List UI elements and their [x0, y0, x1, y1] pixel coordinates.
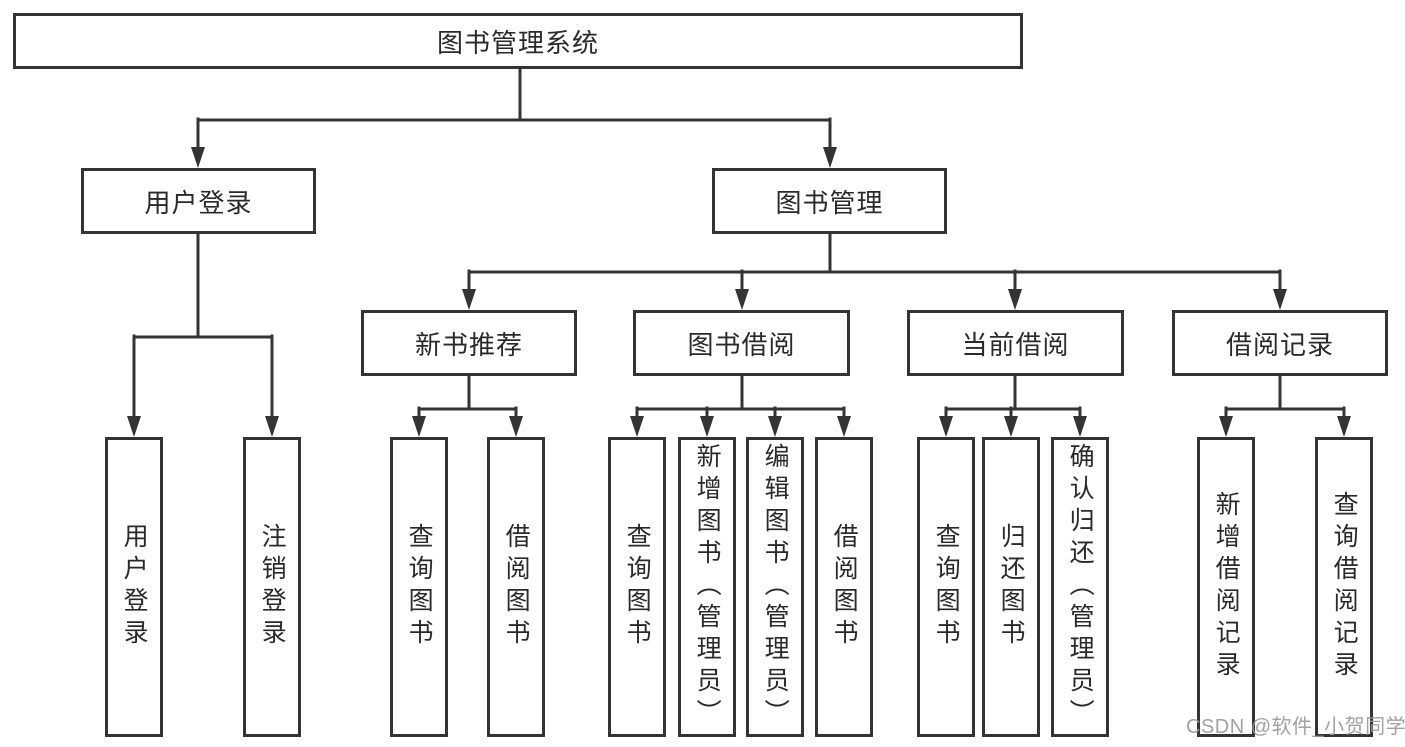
- leaf-record-query-record: 查询借阅记录: [1315, 437, 1373, 737]
- node-root: 图书管理系统: [13, 13, 1023, 69]
- leaf-borrow-edit-book-admin-label: 编辑图书（管理员）: [761, 443, 790, 731]
- node-current-borrow-label: 当前借阅: [961, 329, 1070, 360]
- leaf-borrow-edit-book-admin: 编辑图书（管理员）: [746, 437, 804, 737]
- node-root-label: 图书管理系统: [436, 27, 599, 58]
- csdn-watermark: CSDN @软件_小贺同学: [1186, 716, 1405, 738]
- node-borrow-record-label: 借阅记录: [1225, 329, 1334, 360]
- leaf-logout-label: 注销登录: [258, 523, 287, 651]
- leaf-borrow-query-book-label: 查询图书: [623, 523, 652, 651]
- leaf-borrow-query-book: 查询图书: [608, 437, 666, 737]
- leaf-record-query-record-label: 查询借阅记录: [1330, 491, 1359, 683]
- leaf-borrow-add-book-admin-label: 新增图书（管理员）: [693, 443, 722, 731]
- node-book-management-label: 图书管理: [775, 187, 884, 218]
- leaf-logout: 注销登录: [243, 437, 301, 737]
- node-book-borrow: 图书借阅: [633, 310, 850, 376]
- leaf-newbook-borrow-book-label: 借阅图书: [502, 523, 531, 651]
- node-user-login: 用户登录: [81, 168, 316, 234]
- connector-root-to-level2: [196, 67, 832, 154]
- node-user-login-label: 用户登录: [144, 187, 253, 218]
- connector-bookborrow-to-leaves: [635, 374, 846, 423]
- node-book-management: 图书管理: [712, 168, 947, 234]
- node-book-borrow-label: 图书借阅: [687, 329, 796, 360]
- leaf-newbook-query-book: 查询图书: [390, 437, 448, 737]
- leaf-current-return-book-label: 归还图书: [997, 523, 1026, 651]
- connector-borrowrecord-to-leaves: [1224, 374, 1346, 423]
- node-borrow-record: 借阅记录: [1172, 310, 1388, 376]
- leaf-newbook-borrow-book: 借阅图书: [487, 437, 545, 737]
- leaf-current-confirm-return-admin: 确认归还（管理员）: [1051, 437, 1109, 737]
- leaf-user-login-label: 用户登录: [120, 523, 149, 651]
- connector-newbook-to-leaves: [417, 374, 518, 423]
- connector-bookmgmt-to-level3: [467, 231, 1282, 296]
- leaf-user-login: 用户登录: [105, 437, 163, 737]
- leaf-current-confirm-return-admin-label: 确认归还（管理员）: [1066, 443, 1095, 731]
- leaf-borrow-add-book-admin: 新增图书（管理员）: [678, 437, 736, 737]
- leaf-borrow-borrow-book-label: 借阅图书: [830, 523, 859, 651]
- leaf-current-return-book: 归还图书: [982, 437, 1040, 737]
- node-new-book-recommend: 新书推荐: [361, 310, 577, 376]
- node-new-book-recommend-label: 新书推荐: [414, 329, 523, 360]
- connector-userlogin-to-leaves: [132, 232, 274, 423]
- connector-currentborrow-to-leaves: [944, 374, 1082, 423]
- leaf-record-add-record-label: 新增借阅记录: [1212, 491, 1241, 683]
- leaf-current-query-book: 查询图书: [917, 437, 975, 737]
- leaf-current-query-book-label: 查询图书: [932, 523, 961, 651]
- node-current-borrow: 当前借阅: [907, 310, 1124, 376]
- leaf-record-add-record: 新增借阅记录: [1197, 437, 1255, 737]
- leaf-borrow-borrow-book: 借阅图书: [815, 437, 873, 737]
- leaf-newbook-query-book-label: 查询图书: [405, 523, 434, 651]
